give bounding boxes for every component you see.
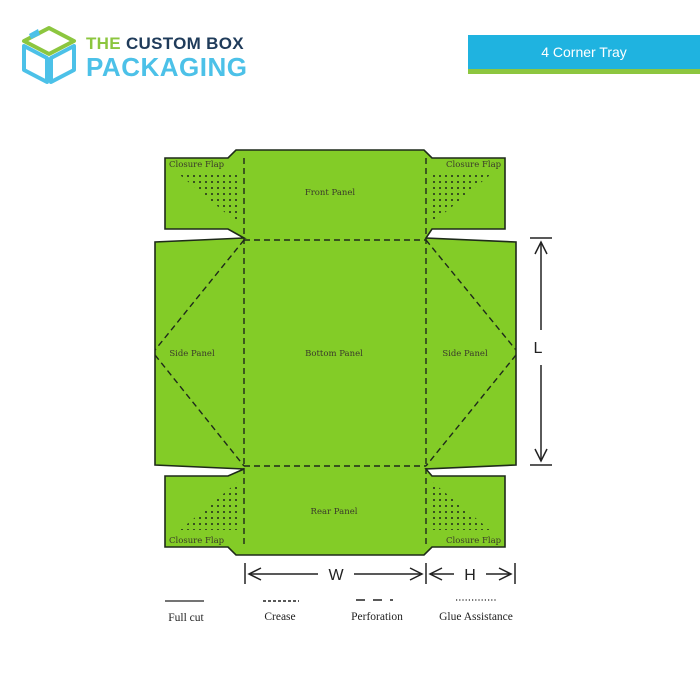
title-banner: 4 Corner Tray (468, 35, 700, 69)
dimension-length-label: L (534, 340, 543, 357)
legend: Full cut Crease Perforation Glue Assista… (165, 599, 513, 624)
dimension-width-label: W (328, 567, 344, 584)
glue-area-top-left (180, 175, 240, 225)
label-bottom-panel: Bottom Panel (305, 349, 363, 359)
label-flap-bottom-right: Closure Flap (446, 536, 502, 546)
brand-prefix: THE (86, 34, 126, 53)
legend-label-crease: Crease (264, 611, 295, 623)
label-flap-top-left: Closure Flap (169, 160, 225, 170)
label-flap-bottom-left: Closure Flap (169, 536, 225, 546)
glue-areas (180, 175, 490, 530)
box-logo-icon (22, 26, 76, 84)
glue-area-bottom-left (180, 480, 240, 530)
title-banner-underline (468, 69, 700, 74)
label-rear-panel: Rear Panel (311, 507, 358, 517)
brand-logo: THE CUSTOM BOX PACKAGING (18, 22, 248, 84)
legend-label-perforation: Perforation (351, 611, 403, 623)
crease-lines (154, 158, 517, 547)
legend-label-full-cut: Full cut (168, 612, 204, 624)
label-flap-top-right: Closure Flap (446, 160, 502, 170)
dimension-height (428, 563, 516, 584)
label-front-panel: Front Panel (305, 188, 356, 198)
legend-label-glue: Glue Assistance (439, 611, 513, 623)
glue-area-bottom-right (430, 480, 490, 530)
brand-main: CUSTOM BOX (125, 34, 244, 53)
glue-area-top-right (430, 175, 490, 225)
dimension-width (244, 563, 427, 584)
brand-name-line1: THE CUSTOM BOX (86, 34, 244, 54)
brand-name-line2: PACKAGING (86, 52, 248, 82)
label-side-panel-left: Side Panel (169, 349, 215, 359)
dimension-length (530, 237, 552, 466)
dimension-height-label: H (464, 567, 476, 584)
label-side-panel-right: Side Panel (442, 349, 488, 359)
